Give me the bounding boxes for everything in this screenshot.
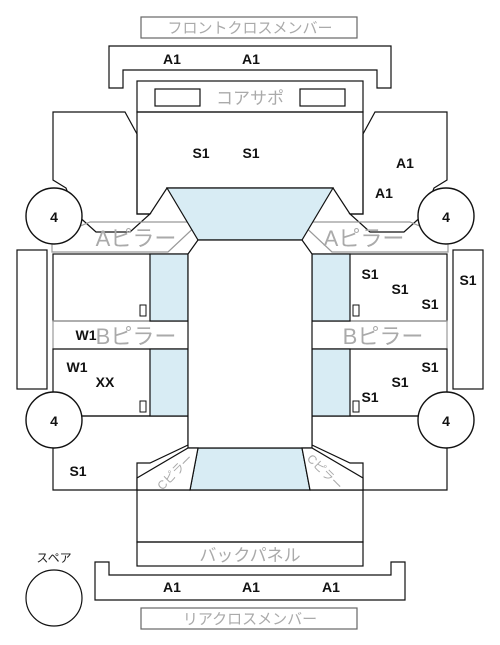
mark-left-lower-xx: XX xyxy=(96,374,115,390)
mark-right-lower-2: S1 xyxy=(391,374,408,390)
rear-left-window xyxy=(149,348,189,417)
wheel-rear-right xyxy=(417,391,475,449)
wheel-rear-right-count: 4 xyxy=(442,413,450,429)
core-support-label: コアサポ xyxy=(216,89,284,108)
wheel-rear-left xyxy=(25,391,83,449)
back-panel-label: バックパネル xyxy=(199,546,300,565)
wheel-rear-left-count: 4 xyxy=(50,413,58,429)
rear-cross-member-bracket xyxy=(94,561,406,601)
c-pillar-left xyxy=(136,447,199,491)
mark-rear-cross-right: A1 xyxy=(322,579,340,595)
rear-left-quarter xyxy=(52,415,189,491)
left-rocker-panel xyxy=(16,249,48,390)
front-cross-member-label: フロントクロスメンバー xyxy=(167,20,332,37)
mark-front-right-lower: A1 xyxy=(375,185,393,201)
mark-right-side-panel: S1 xyxy=(459,272,476,288)
front-right-door-handle xyxy=(352,304,360,317)
rear-window xyxy=(189,447,311,491)
front-cross-member-box xyxy=(140,16,358,39)
rear-cross-member-label: リアクロスメンバー xyxy=(183,611,317,628)
front-left-door-handle xyxy=(139,304,147,317)
front-right-window xyxy=(311,253,351,322)
spare-label: スペア xyxy=(36,551,71,565)
rear-cross-member-box xyxy=(140,607,358,630)
mark-right-lower-1: S1 xyxy=(421,359,438,375)
b-pillar-label-left: Bピラー xyxy=(96,324,177,349)
a-pillar-label-right: Aピラー xyxy=(324,226,405,251)
mark-right-lower-3: S1 xyxy=(361,389,378,405)
front-right-fender xyxy=(348,111,448,233)
mark-front-right-upper: A1 xyxy=(396,155,414,171)
wheel-front-right-count: 4 xyxy=(442,209,450,225)
trunk-lid xyxy=(136,489,364,543)
c-pillar-right xyxy=(301,447,364,491)
front-left-window xyxy=(149,253,189,322)
core-support-slot-left xyxy=(154,88,201,107)
wheel-front-left xyxy=(25,187,83,245)
mark-core-left: S1 xyxy=(192,145,209,161)
rear-left-door-handle xyxy=(139,400,147,413)
mark-rear-cross-left: A1 xyxy=(163,579,181,595)
mark-right-upper-1: S1 xyxy=(361,266,378,282)
mark-front-cross-right: A1 xyxy=(242,51,260,67)
mark-front-cross-left: A1 xyxy=(163,51,181,67)
rear-right-door-handle xyxy=(352,400,360,413)
front-cross-member-bracket xyxy=(108,45,392,89)
front-left-fender xyxy=(52,111,152,233)
wheel-front-right xyxy=(417,187,475,245)
roof-panel xyxy=(187,239,313,449)
windshield xyxy=(165,187,335,241)
mark-left-b-pillar: W1 xyxy=(76,327,97,343)
back-panel xyxy=(136,541,364,567)
mark-core-right: S1 xyxy=(242,145,259,161)
spare-tire xyxy=(25,569,83,627)
mark-rear-cross-center: A1 xyxy=(242,579,260,595)
wheel-front-left-count: 4 xyxy=(50,209,58,225)
b-pillar-label-right: Bピラー xyxy=(343,324,424,349)
core-support-slot-right xyxy=(299,88,346,107)
mark-left-lower-w1: W1 xyxy=(67,359,88,375)
rear-right-window xyxy=(311,348,351,417)
mark-right-upper-3: S1 xyxy=(421,296,438,312)
rear-right-quarter xyxy=(311,415,448,491)
mark-right-upper-2: S1 xyxy=(391,281,408,297)
a-pillar-label-left: Aピラー xyxy=(96,226,177,251)
right-rocker-panel xyxy=(452,249,484,390)
mark-rear-left-quarter: S1 xyxy=(69,463,86,479)
